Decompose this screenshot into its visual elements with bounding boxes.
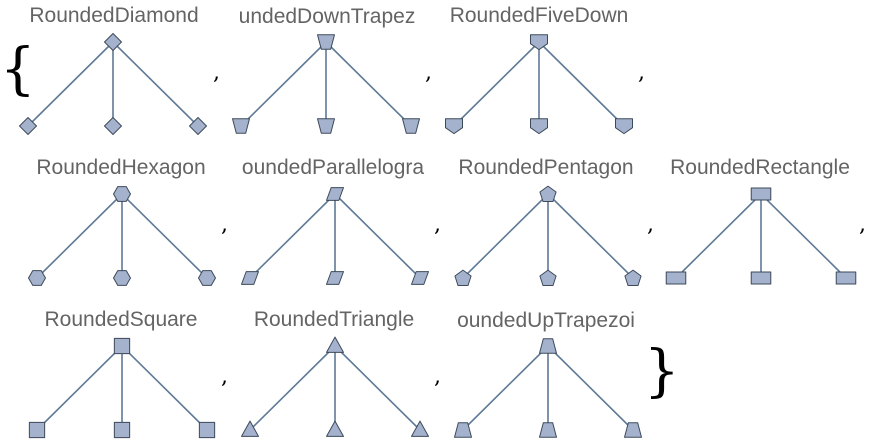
star-graph-rounded-rectangle: RoundedRectangle [665, 156, 857, 285]
list-separator: , [638, 60, 645, 85]
graph-leaf-vertex [411, 420, 429, 437]
graph-leaf-vertex [454, 422, 472, 438]
star-graph-rounded-down-trapezoid: undedDownTrapez [232, 5, 420, 134]
graph-label: RoundedTriangle [254, 308, 414, 331]
graph-edge [121, 345, 208, 431]
graph-root-vertex [539, 185, 557, 202]
list-separator: , [221, 212, 228, 237]
graph-root-vertex [326, 336, 344, 353]
list-separator: , [434, 364, 441, 389]
graph-label: RoundedHexagon [36, 156, 205, 179]
graph-edge [538, 41, 625, 127]
graph-leaf-vertex [198, 270, 216, 286]
graph-label: oundedParallelogra [242, 156, 424, 179]
graph-leaf-vertex [28, 421, 46, 439]
list-open-brace: { [0, 37, 36, 102]
graph-leaf-vertex [835, 271, 857, 285]
graph-edge [27, 41, 114, 127]
graph-edge [112, 41, 199, 127]
graph-leaf-vertex [317, 118, 335, 134]
graph-edge [36, 345, 123, 431]
graph-leaf-vertex [232, 118, 250, 134]
graph-edge [453, 41, 540, 127]
graph-leaf-vertex [615, 118, 633, 135]
list-close-brace: } [644, 339, 680, 404]
graph-leaf-vertex [445, 118, 463, 135]
graph-edge [325, 41, 412, 127]
star-graph-rounded-parallelogram: oundedParallelogra [241, 156, 429, 285]
graph-leaf-vertex [539, 422, 557, 438]
graph-edge [121, 193, 208, 279]
graph-leaf-vertex [750, 271, 772, 285]
star-graph-rounded-five-down: RoundedFiveDown [445, 4, 633, 135]
graph-leaf-vertex [665, 271, 687, 285]
graph-leaf-vertex [530, 118, 548, 135]
graph-edge [675, 193, 762, 279]
graph-leaf-vertex [326, 420, 344, 437]
graph-label: RoundedRectangle [670, 156, 850, 179]
graph-leaf-vertex [104, 117, 122, 135]
graph-root-vertex [326, 187, 344, 201]
graph-leaf-vertex [624, 269, 642, 286]
graph-edge [760, 193, 847, 279]
graph-root-vertex [530, 34, 548, 51]
graph-label: RoundedDiamond [29, 4, 198, 27]
graph-edge [249, 193, 336, 279]
graph-edge [334, 345, 421, 431]
star-graph-rounded-diamond: RoundedDiamond [19, 4, 207, 135]
star-graph-rounded-pentagon: RoundedPentagon [454, 156, 642, 286]
graph-leaf-vertex [28, 270, 46, 286]
graph-root-vertex [104, 33, 122, 51]
graph-root-vertex [539, 338, 557, 354]
graph-edge [334, 193, 421, 279]
graph-leaf-vertex [402, 118, 420, 134]
graph-leaf-vertex [454, 269, 472, 286]
graph-leaf-vertex [241, 420, 259, 437]
list-separator: , [647, 212, 654, 237]
graph-leaf-vertex [624, 422, 642, 438]
graph-leaf-vertex [198, 421, 216, 439]
graph-leaf-vertex [113, 421, 131, 439]
graph-root-vertex [113, 186, 131, 202]
graph-label: RoundedPentagon [458, 156, 633, 179]
graph-label: oundedUpTrapezoi [457, 309, 635, 332]
graph-edge [249, 345, 336, 431]
list-separator: , [213, 60, 220, 85]
graph-edge [240, 41, 327, 127]
list-separator: , [425, 60, 432, 85]
graph-label: RoundedFiveDown [450, 4, 629, 27]
star-graph-rounded-up-trapezoid: oundedUpTrapezoi [454, 309, 642, 438]
list-separator: , [221, 364, 228, 389]
graph-leaf-vertex [113, 270, 131, 286]
star-graph-rounded-square: RoundedSquare [28, 308, 216, 439]
graph-root-vertex [750, 187, 772, 201]
graph-leaf-vertex [241, 271, 259, 285]
graph-edge [547, 193, 634, 279]
star-graph-rounded-hexagon: RoundedHexagon [28, 156, 216, 286]
graph-label: undedDownTrapez [239, 5, 416, 28]
list-separator: , [434, 212, 441, 237]
graph-leaf-vertex [19, 117, 37, 135]
graph-leaf-vertex [326, 271, 344, 285]
graph-root-vertex [317, 34, 335, 50]
graph-leaf-vertex [189, 117, 207, 135]
graph-edge [547, 345, 634, 431]
graph-edge [36, 193, 123, 279]
star-graph-rounded-triangle: RoundedTriangle [241, 308, 429, 437]
list-separator: , [859, 212, 866, 237]
graph-leaf-vertex [411, 271, 429, 285]
graph-edge [462, 193, 549, 279]
graph-root-vertex [113, 337, 131, 355]
graph-leaf-vertex [539, 269, 557, 286]
graph-label: RoundedSquare [45, 308, 198, 331]
graph-edge [462, 345, 549, 431]
